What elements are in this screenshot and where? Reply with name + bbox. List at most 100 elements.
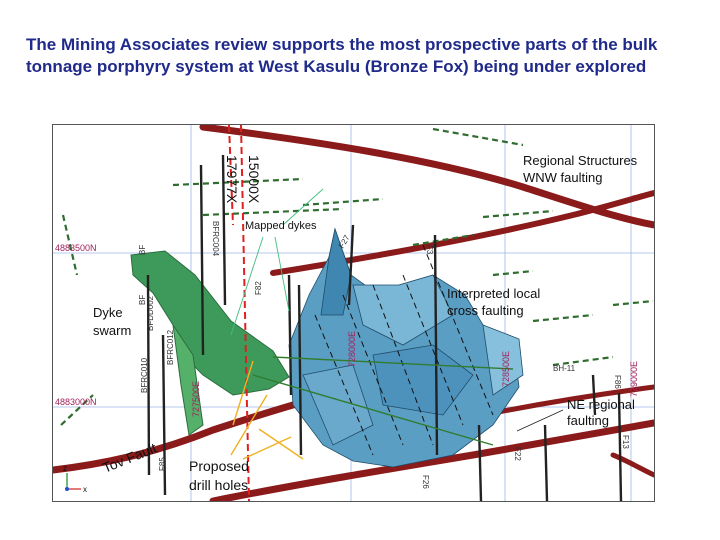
section-lines [228,125,250,501]
axis-x-label: x [83,485,87,494]
grid-label-4883500n: 4883500N [55,243,97,253]
regional-fault-north [199,125,654,229]
drill-trace [591,374,597,416]
hole-label-f3: F3 [425,245,434,255]
drill-trace [161,334,167,496]
drill-trace [617,392,623,501]
label-wnw-faulting: WNW faulting [523,170,602,185]
drill-trace [287,274,293,396]
dyke-trace [492,269,534,277]
mapped-dyke-traces [60,127,654,426]
drill-trace [433,234,439,456]
dyke-trace [482,209,554,219]
label-faulting: faulting [567,413,609,428]
hole-label-bfrc004: BFRC004 [211,221,220,257]
grid-label-729000e: 729000E [629,361,639,397]
hole-label-bfdd002: BFDD002 [146,295,155,331]
orebody-spire [320,227,352,316]
dyke-trace [432,127,524,147]
label-mapped-dykes: Mapped dykes [245,220,317,232]
drill-trace [477,424,483,501]
dyke-trace [172,177,304,187]
label-cross-faulting: cross faulting [447,303,524,318]
mapped-dykes-leaders [230,188,324,336]
label-dyke: Dyke [93,305,123,320]
dyke-swarm-lower [172,324,204,436]
orebody-facet [372,344,474,416]
cross-fault [402,274,464,426]
proposed-hole [242,436,292,460]
section-line-15000x [240,125,250,501]
hole-label-f13: F13 [621,435,630,449]
hole-label-bfrc012: BFRC012 [166,329,175,365]
drill-trace [221,154,227,306]
drill-hole-labels: BFRC010 BFRC012 BFDD002 BF BF BFRC004 F8… [138,221,630,489]
label-section-15000x: 15000X [246,155,262,204]
leader-line [282,188,324,226]
dyke-line [272,356,514,370]
orebody-facet [482,324,524,396]
geology-map: Regional Structures WNW faulting Mapped … [52,124,655,502]
dyke-trace [412,233,474,247]
label-swarm: swarm [93,323,131,338]
hole-label-f85: F85 [158,457,167,471]
dyke-trace [552,355,614,367]
drill-trace [543,424,549,501]
grid-labels: 4883500N 4883000N 727500E 728000E 728500… [55,243,639,417]
label-drill-holes: drill holes [189,477,248,493]
hole-label-bf-a: BF [138,245,147,255]
dyke-swarm-body [130,250,290,396]
dyke-trace [60,394,94,426]
grid-label-4883000n: 4883000N [55,397,97,407]
proposed-drill-holes [230,360,304,460]
axis-origin [65,487,69,491]
orebody-model [288,227,524,468]
section-line-17977x [228,125,234,226]
dyke-trace [612,299,654,307]
label-section-17977x: 17977X [224,155,240,204]
drill-trace [347,224,355,306]
cross-fault [372,284,434,446]
label-ne-regional: NE regional [567,397,635,412]
hole-label-bfrc010: BFRC010 [140,357,149,393]
orebody-facet [302,364,374,446]
label-proposed: Proposed [189,458,249,474]
ne-fault-south [209,419,654,501]
hole-label-f26: F26 [421,475,430,489]
dyke-line [252,374,494,446]
dyke-trace [61,214,79,276]
cross-fault [342,294,404,446]
proposed-hole [230,394,268,456]
hole-label-f86: F86 [613,375,622,389]
hole-label-f27: F27 [337,233,352,250]
hole-label-f82: F82 [254,281,263,295]
drill-trace [199,164,205,356]
label-interpreted-local: Interpreted local [447,286,540,301]
dyke-trace [532,313,594,323]
leader-line [274,236,290,312]
proposed-hole [258,428,304,460]
dyke-swarm-model [130,250,290,436]
grid-label-727500e: 727500E [191,381,201,417]
map-annotations: Regional Structures WNW faulting Mapped … [93,153,638,493]
map-canvas: Regional Structures WNW faulting Mapped … [53,125,654,501]
ne-fault-corner [610,452,654,478]
dyke-trace [202,207,344,217]
dyke-lines [252,356,514,446]
hole-label-bh11: BH-11 [553,364,576,373]
orientation-axis: z x [63,464,87,494]
cross-faults [314,244,494,456]
hole-label-f22: F22 [513,447,522,461]
drill-hole-traces [146,154,623,501]
ne-regional-leader [516,409,564,432]
grid-label-728500e: 728500E [501,351,511,387]
grid-label-728000e: 728000E [347,331,357,367]
drill-trace [146,274,151,476]
hole-label-bf-b: BF [138,295,147,305]
label-regional-structures: Regional Structures [523,153,638,168]
axis-z-label: z [63,464,67,473]
orebody-facet [352,274,454,346]
slide-title: The Mining Associates review supports th… [26,35,658,76]
dyke-trace [302,197,384,207]
regional-fault-central [270,190,654,276]
